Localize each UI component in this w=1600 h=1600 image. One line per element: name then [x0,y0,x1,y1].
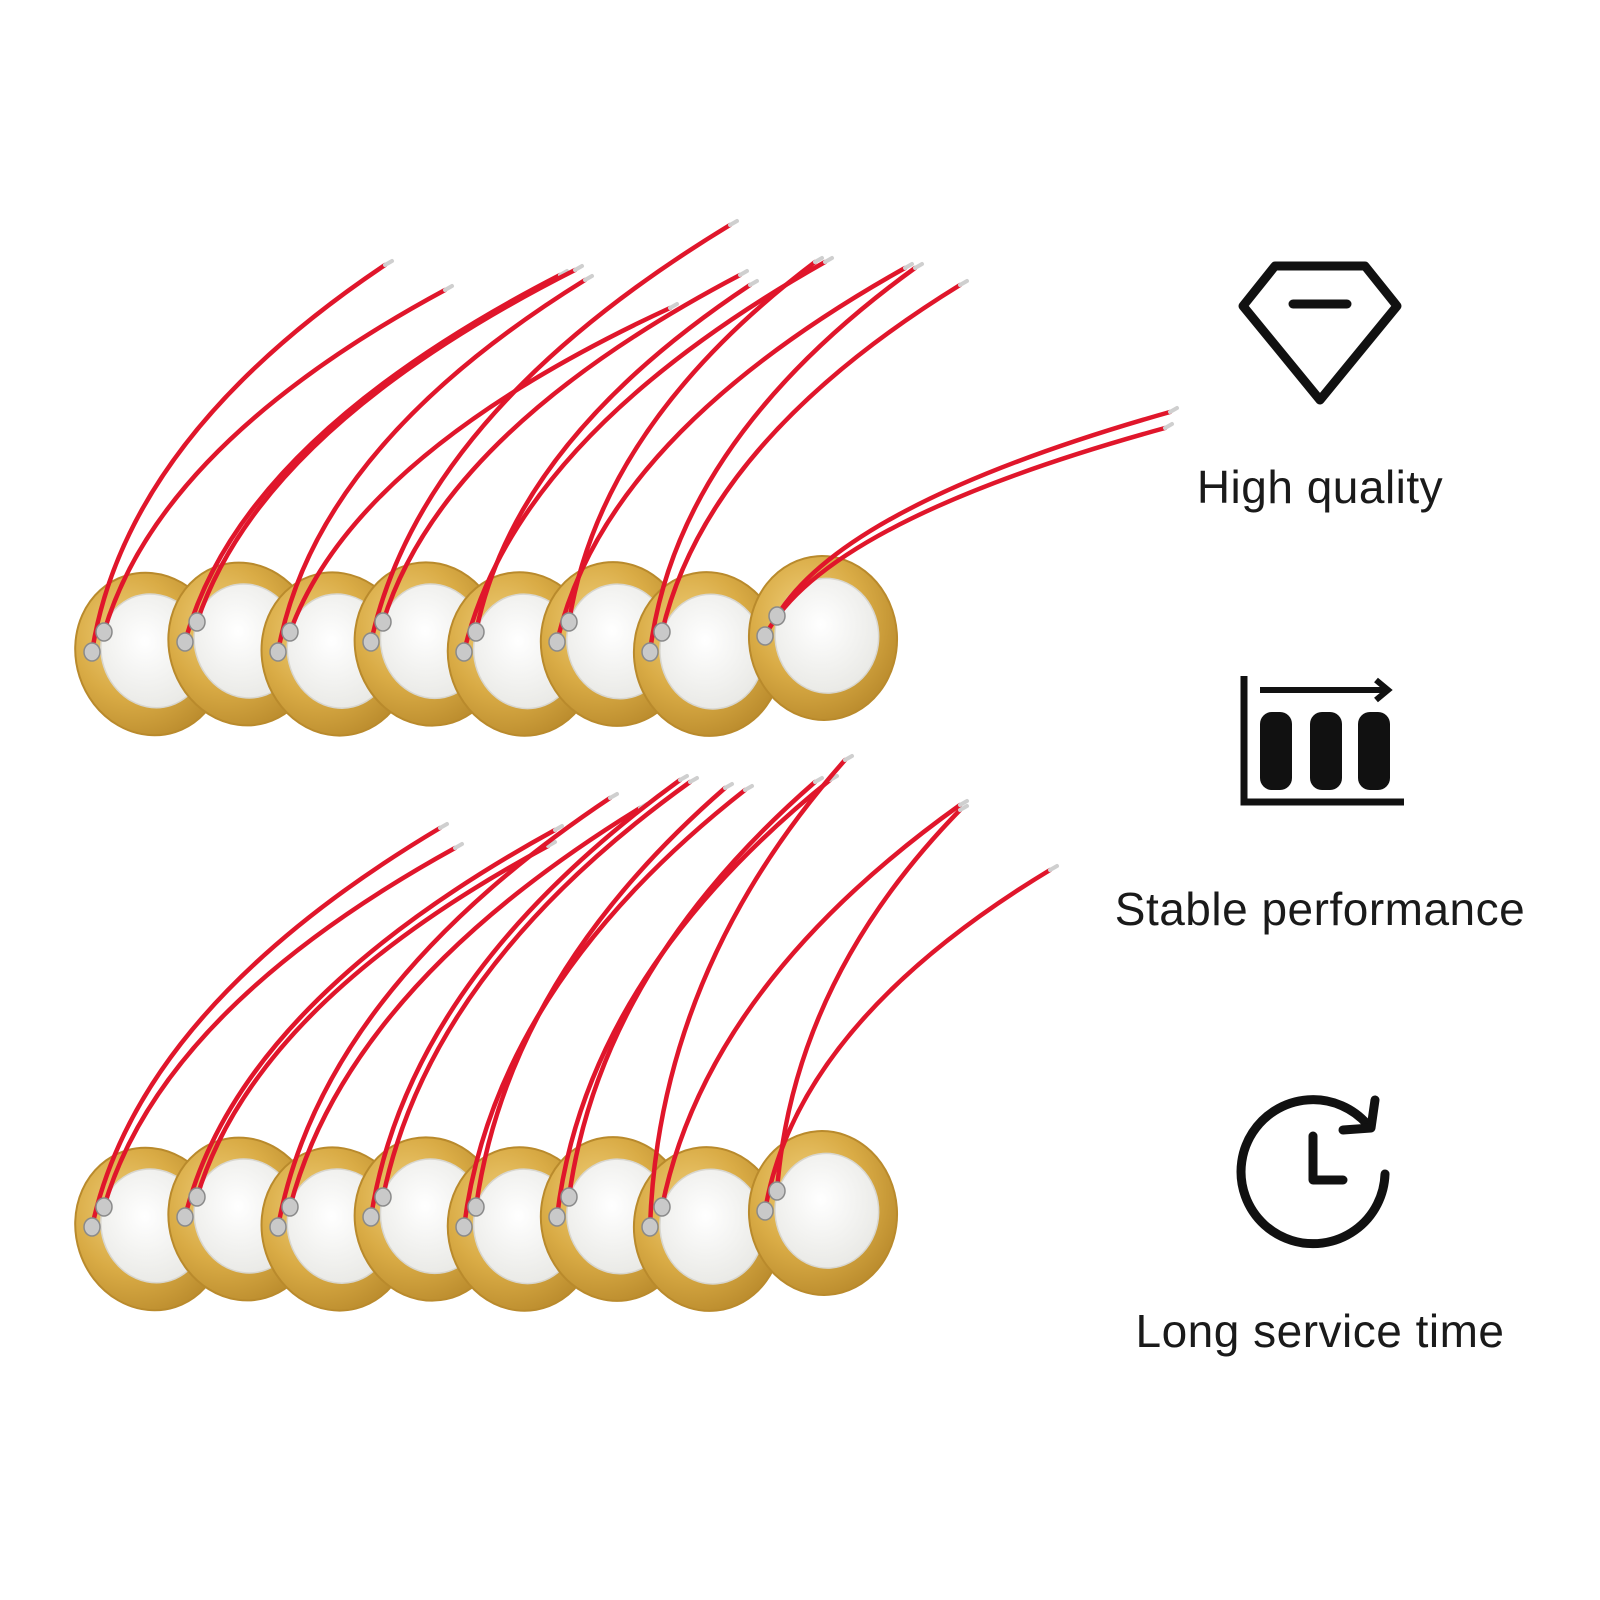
red-wire [774,807,963,1194]
red-wire [380,779,693,1200]
feature-label: Long service time [1135,1305,1505,1357]
solder-joint [768,606,786,626]
solder-joint [362,632,380,652]
clock-refresh-icon [1236,1095,1390,1249]
solder-joint [560,612,578,632]
solder-joint [768,1181,786,1201]
red-wire [275,795,613,1230]
solder-joint [455,642,473,662]
bar-chart-icon [1240,676,1404,806]
red-wire [473,785,728,1210]
red-wire [182,272,563,645]
red-wire [101,845,458,1210]
piezo-row-top [74,219,1179,737]
red-wire [101,287,448,635]
solder-joint [548,632,566,652]
red-wire [647,265,918,655]
red-wire [566,779,818,1200]
red-wire [473,282,753,635]
feature-long-service-time: Long service time [1070,1094,1570,1358]
red-wire [659,282,963,635]
solder-joint [641,1217,659,1237]
red-wire [774,409,1173,619]
piezo-disc [747,555,899,721]
feature-label: High quality [1196,461,1444,513]
solder-joint [467,1197,485,1217]
piezo-disc [632,1146,784,1312]
solder-joint [83,642,101,662]
red-wire [566,259,818,625]
red-wire [194,267,578,625]
solder-joint [467,622,485,642]
red-wire [287,305,673,635]
solder-joint [176,632,194,652]
solder-joint [560,1187,578,1207]
red-wire [380,272,743,625]
red-wire [275,277,588,655]
solder-joint [653,1197,671,1217]
red-wire [182,827,558,1220]
solder-joint [188,1187,206,1207]
solder-joint [756,1201,774,1221]
solder-joint [176,1207,194,1227]
red-wire [762,867,1053,1214]
solder-joint [83,1217,101,1237]
solder-joint [641,642,659,662]
solder-joint [455,1217,473,1237]
solder-joint [188,612,206,632]
red-wire [194,843,551,1200]
solder-joint [269,1217,287,1237]
diamond-icon [1238,261,1402,405]
feature-stable-performance: Stable performance [1070,672,1570,936]
red-wire [89,262,388,655]
solder-joint [756,626,774,646]
red-wire [368,777,683,1220]
red-wire [368,222,733,645]
red-wire [461,259,828,655]
solder-joint [95,622,113,642]
solder-joint [548,1207,566,1227]
solder-joint [95,1197,113,1217]
piezo-disc [747,1130,899,1296]
solder-joint [281,622,299,642]
piezo-disc [632,571,784,737]
red-wire [647,757,848,1230]
red-wire [89,825,443,1230]
solder-joint [269,642,287,662]
red-wire [659,802,963,1210]
piezo-row-bottom [74,754,1059,1312]
feature-high-quality: High quality [1070,258,1570,514]
solder-joint [653,622,671,642]
solder-joint [362,1207,380,1227]
solder-joint [281,1197,299,1217]
solder-joint [374,1187,392,1207]
solder-joint [374,612,392,632]
feature-label: Stable performance [1114,883,1526,935]
red-wire [287,805,643,1210]
